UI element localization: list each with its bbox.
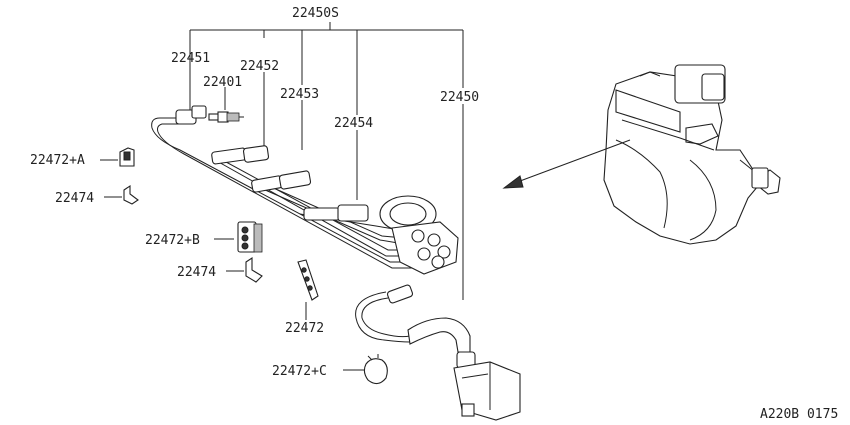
label-clamp-b: 22472+B: [145, 233, 200, 248]
label-bracket-mid: 22474: [177, 265, 216, 280]
cable-2-boot: [211, 145, 270, 165]
coil-cable: [355, 284, 471, 353]
distributor-cap: [379, 195, 459, 275]
label-clamp: 22472: [285, 321, 324, 336]
leader-lines: [100, 22, 464, 371]
label-clamp-a: 22472+A: [30, 153, 85, 168]
label-cable-2: 22452: [240, 59, 279, 74]
label-cable-3: 22453: [280, 87, 319, 102]
cable-1-boot: [175, 105, 207, 125]
label-cable-4: 22454: [334, 116, 373, 131]
label-cable-1: 22451: [171, 51, 210, 66]
cable-4-boot: [303, 204, 369, 222]
label-coil-cable: 22450: [440, 90, 479, 105]
cable-3-boot: [251, 170, 312, 193]
direction-arrow: [502, 139, 631, 189]
engine-illustration: [603, 64, 781, 245]
label-bracket-top: 22474: [55, 191, 94, 206]
ignition-coil: [453, 351, 521, 421]
label-plug: 22401: [203, 75, 242, 90]
label-clamp-c: 22472+C: [272, 364, 327, 379]
clamp-a: [119, 147, 135, 167]
label-assembly: 22450S: [292, 6, 339, 21]
spark-plug: [208, 111, 244, 123]
clamp-strip: [297, 259, 319, 301]
clamp-b: [237, 221, 263, 253]
bracket-top: [123, 184, 139, 205]
label-drawing-code: A220B 0175: [760, 407, 838, 422]
bracket-mid: [245, 256, 263, 283]
clamp-c: [363, 354, 388, 385]
part-labels: 22450S 22451 22452 22401 22453 22454 224…: [30, 6, 838, 422]
